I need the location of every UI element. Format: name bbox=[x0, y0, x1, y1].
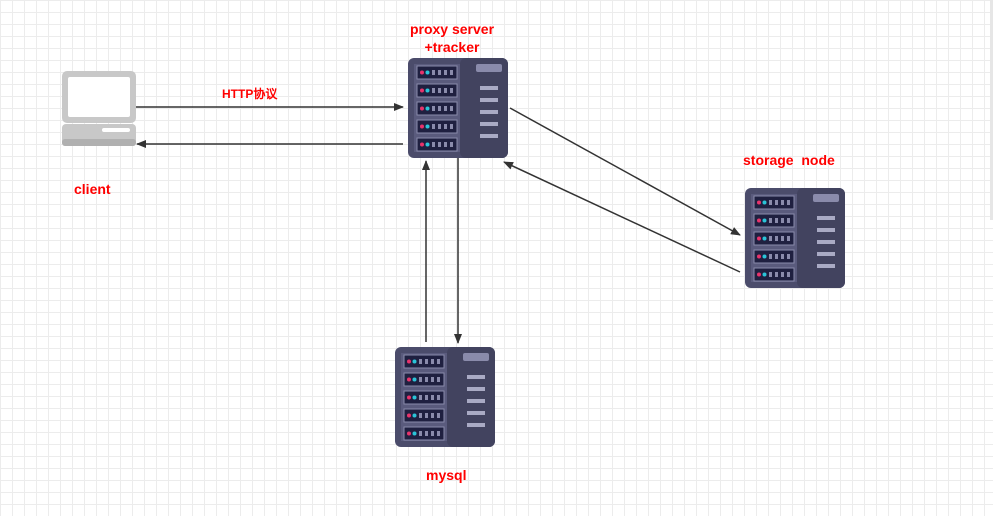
client-label: client bbox=[74, 181, 111, 197]
arrow-proxy-to-storage bbox=[509, 107, 741, 236]
arrow-storage-to-proxy bbox=[503, 161, 741, 273]
proxy-server-label: proxy server +tracker bbox=[409, 21, 495, 55]
mysql-label: mysql bbox=[426, 467, 467, 483]
canvas-edge bbox=[990, 0, 993, 220]
storage-node-icon bbox=[744, 187, 846, 289]
storage-node-label: storage node bbox=[743, 152, 835, 168]
mysql-server-icon bbox=[394, 346, 496, 448]
http-protocol-label: HTTP协议 bbox=[222, 87, 278, 101]
client-computer-icon bbox=[62, 71, 136, 146]
proxy-server-icon bbox=[407, 57, 509, 159]
